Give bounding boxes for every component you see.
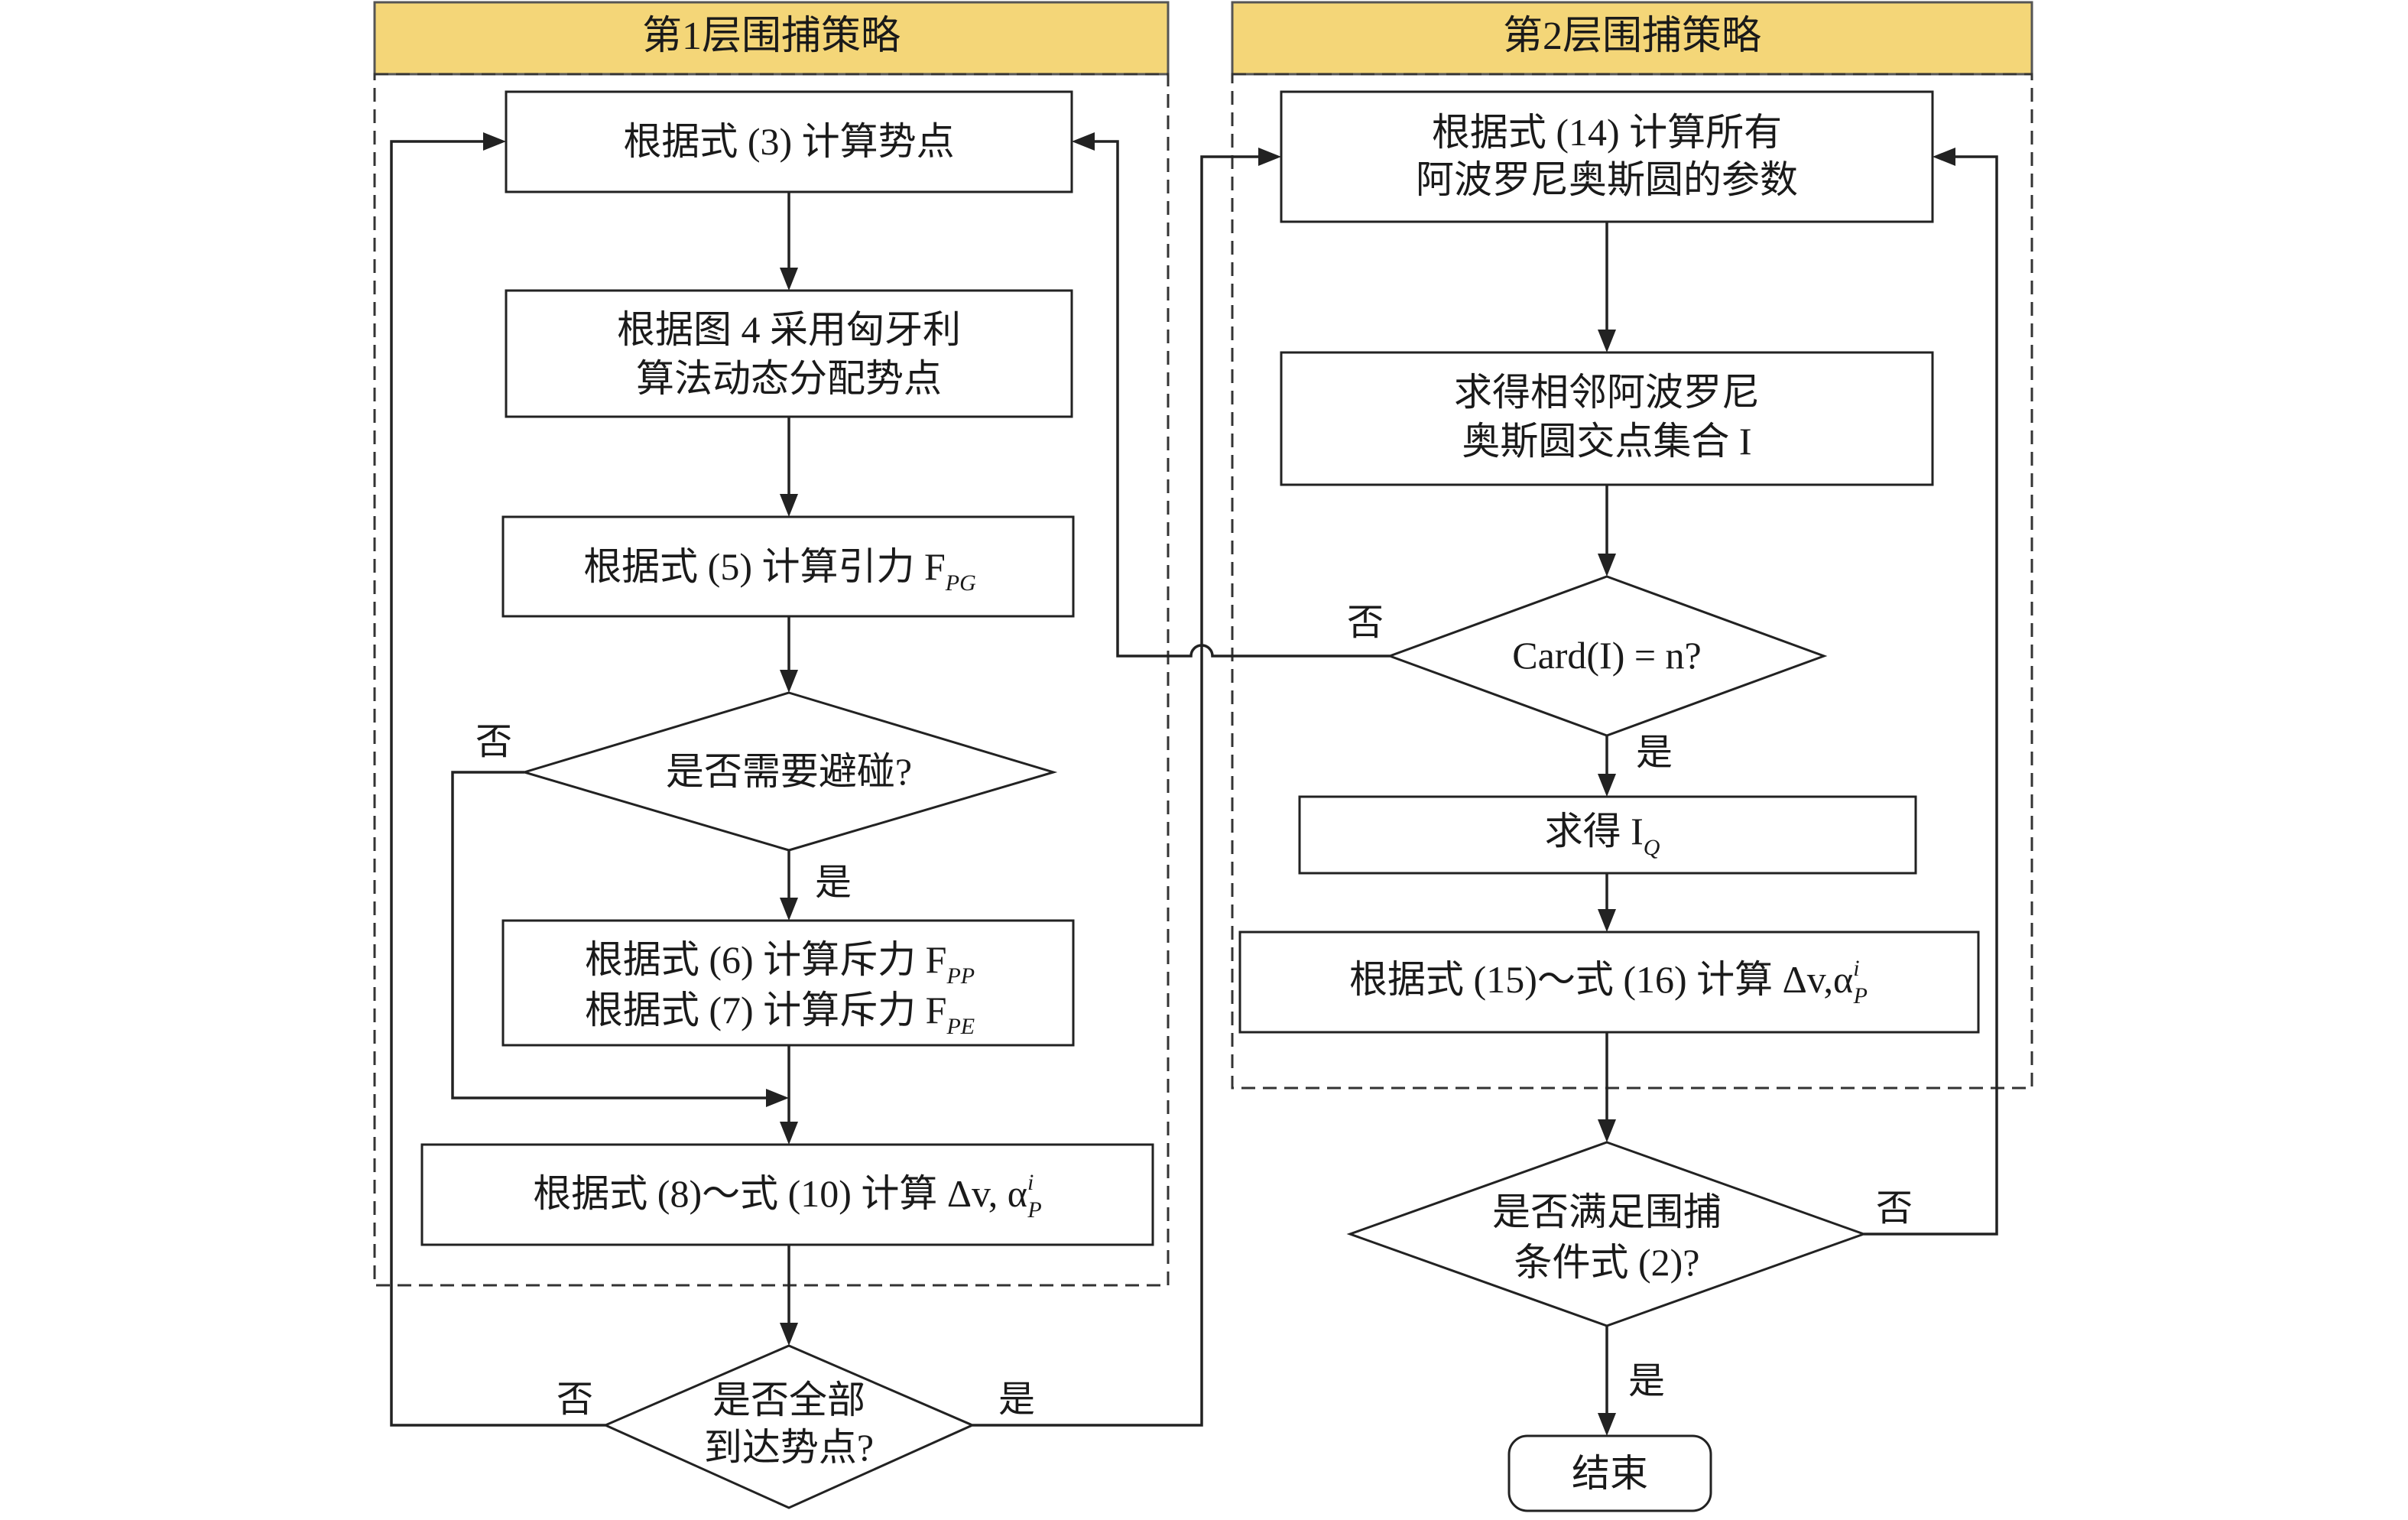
arrowhead — [1598, 774, 1616, 797]
arrowhead — [780, 898, 798, 921]
iq-sub: Q — [1644, 835, 1660, 860]
capture-no-label: 否 — [1876, 1188, 1913, 1229]
all-reached-yes-connector — [972, 155, 1260, 1427]
capture-decision — [1346, 1141, 1868, 1327]
arrowhead — [1258, 148, 1281, 166]
all-reached-no-label: 否 — [557, 1379, 593, 1420]
card-no-connector — [1095, 140, 1390, 658]
intersection-text-1: 求得相邻阿波罗尼 — [1454, 371, 1760, 414]
layer2-title: 第2层围捕策略 — [1503, 15, 1761, 58]
end-terminal — [1507, 1434, 1712, 1512]
compute-points-box — [505, 90, 1073, 193]
delta2-sub: P — [1853, 983, 1868, 1008]
capture-no-connector — [1864, 155, 1998, 1236]
delta-sup: i — [1027, 1170, 1034, 1195]
delta-box — [420, 1143, 1154, 1246]
intersection-text-2: 奥斯圆交点集合 I — [1462, 420, 1751, 463]
delta2-box — [1238, 931, 1980, 1034]
delta2-sup: i — [1853, 956, 1859, 981]
capture-yes-label: 是 — [1628, 1361, 1665, 1401]
card-decision-text: Card(I) = n? — [1512, 634, 1702, 677]
arrowhead — [1598, 1413, 1616, 1436]
layer1-container — [373, 73, 1170, 1287]
arrowhead — [780, 268, 798, 291]
intersection-box — [1280, 351, 1934, 486]
card-yes-label: 是 — [1636, 732, 1673, 773]
apollonius-text-2: 阿波罗尼奥斯圆的参数 — [1416, 158, 1798, 201]
layer2-container — [1231, 73, 2033, 1090]
layer2-header — [1231, 1, 2033, 76]
apollonius-box — [1280, 90, 1934, 223]
arrowhead — [1598, 909, 1616, 932]
arrowhead — [1598, 330, 1616, 352]
repulsion-text-2: 根据式 (7) 计算斥力 FPE — [585, 989, 975, 1039]
arrowhead — [766, 1089, 789, 1107]
all-reached-text-2: 到达势点? — [704, 1426, 874, 1469]
delta-sub: P — [1027, 1197, 1041, 1223]
arrowhead — [1072, 132, 1095, 151]
all-reached-text-1: 是否全部 — [712, 1379, 865, 1421]
repulsion-1-sub: PP — [946, 963, 975, 989]
attraction-text: 根据式 (5) 计算引力 FPG — [583, 545, 976, 596]
compute-points-text: 根据式 (3) 计算势点 — [623, 120, 954, 163]
arrowhead — [780, 670, 798, 693]
apollonius-text-1: 根据式 (14) 计算所有 — [1432, 111, 1782, 154]
arrowhead — [1933, 148, 1955, 166]
iq-box — [1298, 795, 1917, 875]
arrowhead — [1598, 1119, 1616, 1142]
capture-text-2: 条件式 (2)? — [1514, 1241, 1700, 1284]
layer1-title: 第1层围捕策略 — [642, 15, 901, 58]
end-text: 结束 — [1572, 1452, 1648, 1495]
card-no-label: 否 — [1347, 602, 1384, 643]
repulsion-text-1: 根据式 (6) 计算斥力 FPP — [585, 938, 975, 989]
avoid-yes-label: 是 — [815, 862, 852, 903]
capture-text-1: 是否满足围捕 — [1492, 1190, 1722, 1233]
attraction-sub: PG — [945, 570, 976, 596]
repulsion-2-sub: PE — [946, 1014, 975, 1039]
avoid-no-connector — [451, 771, 768, 1099]
arrowhead — [483, 132, 506, 151]
avoid-decision-text: 是否需要避碰? — [666, 750, 912, 793]
layer1-header — [373, 1, 1170, 76]
attraction-box — [501, 515, 1075, 618]
all-reached-decision — [602, 1344, 975, 1509]
assign-points-box — [505, 289, 1073, 418]
all-reached-yes-label: 是 — [998, 1379, 1035, 1420]
assign-points-text-2: 算法动态分配势点 — [636, 357, 942, 400]
arrowhead — [780, 494, 798, 517]
repulsion-box — [501, 919, 1075, 1047]
avoid-no-label: 否 — [475, 722, 512, 762]
arrowhead — [780, 1323, 798, 1346]
all-reached-no-connector — [390, 140, 605, 1427]
arrowhead — [1598, 554, 1616, 576]
iq-text: 求得 IQ — [1545, 810, 1660, 860]
assign-points-text-1: 根据图 4 采用匈牙利 — [617, 308, 961, 351]
arrowhead — [780, 1122, 798, 1145]
